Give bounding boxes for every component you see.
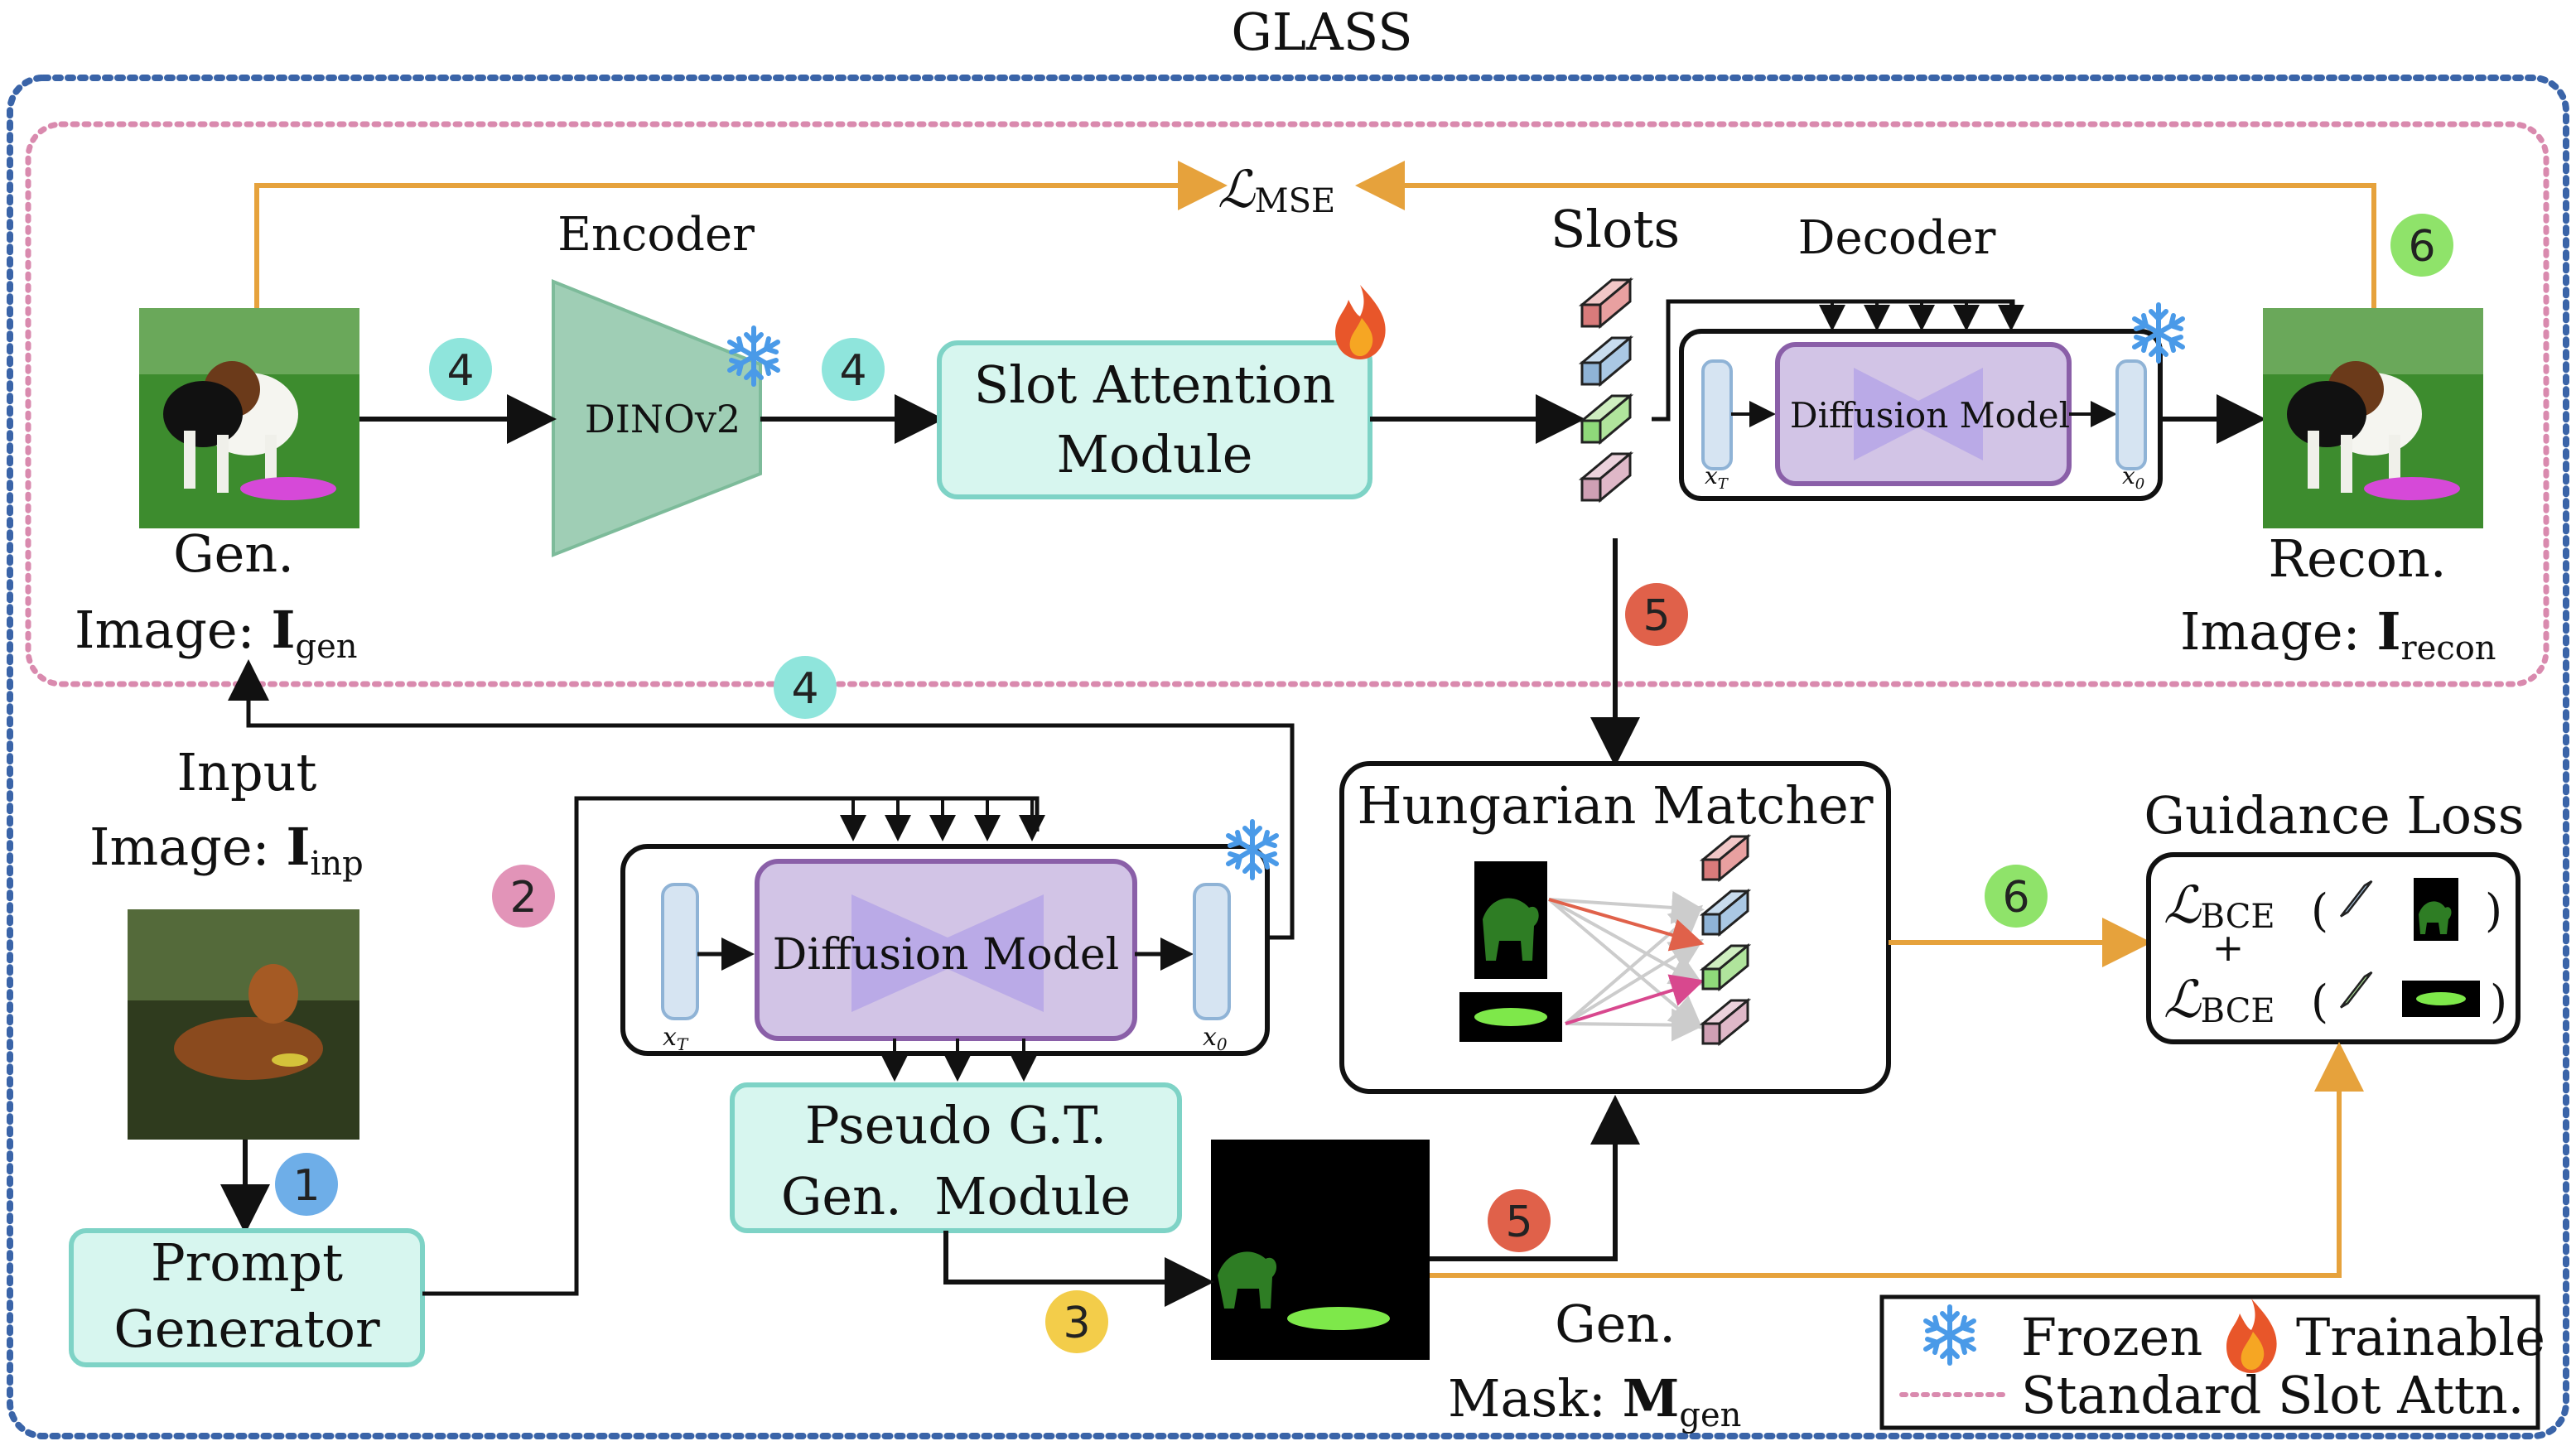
badge-4b: 4 xyxy=(839,346,866,396)
encoder-label: Encoder xyxy=(557,208,755,262)
hm-match-lines xyxy=(1547,890,1705,1042)
gen-mask-caption: Gen. Mask:Mgen xyxy=(1448,1294,1741,1434)
slots-label: Slots xyxy=(1551,199,1680,259)
decoder-xT-label: xT xyxy=(1705,462,1729,493)
svg-text:Recon.: Recon. xyxy=(2268,528,2446,589)
gen-image xyxy=(139,308,359,528)
svg-text:Image:Iinp: Image:Iinp xyxy=(89,817,364,883)
prompt-generator-box xyxy=(69,1228,425,1367)
flame-icon xyxy=(1335,285,1386,359)
pseudo-gt-module xyxy=(730,1082,1182,1233)
mse-arrow-right xyxy=(1355,161,2376,308)
prompt-to-diffusion-line xyxy=(422,796,1040,1296)
bottom-xT-bar xyxy=(661,883,699,1020)
badge-2: 2 xyxy=(509,873,537,923)
plus-sign: + xyxy=(2212,925,2245,970)
legend-standard: Standard Slot Attn. xyxy=(2021,1365,2524,1425)
badge-5a: 5 xyxy=(1643,591,1670,641)
decoder-xT-bar xyxy=(1701,359,1733,470)
glass-title: GLASS xyxy=(1231,2,1412,62)
bce-loss-2: ℒBCE xyxy=(2164,969,2275,1030)
badge-6b: 6 xyxy=(2002,873,2029,923)
bottom-xT-label: xT xyxy=(663,1023,689,1054)
bottom-hourglass xyxy=(851,894,1044,1012)
decoder-label: Decoder xyxy=(1798,211,1996,265)
badge-5b: 5 xyxy=(1505,1198,1532,1247)
dinov2-encoder xyxy=(552,279,762,557)
gen-image-caption: Gen. Image:Igen xyxy=(75,523,358,666)
bce-loss-1: ℒBCE xyxy=(2164,875,2275,936)
arrow-mask-to-hungarian xyxy=(1430,1095,1640,1261)
slots-stack xyxy=(1578,277,1634,504)
arrow-pseudo-to-mask xyxy=(943,1231,1214,1307)
svg-text:): ) xyxy=(2490,976,2507,1028)
decoder-diffusion-label: Diffusion Model xyxy=(1790,395,2070,436)
slot-attention-line1: Slot Attention xyxy=(974,354,1335,415)
decoder-x0-label: x0 xyxy=(2122,462,2144,493)
badge-1: 1 xyxy=(292,1161,320,1211)
glass-frame xyxy=(7,75,2569,1439)
arrow-mask-to-guidance xyxy=(1430,1042,2364,1278)
bottom-diffusion-label: Diffusion Model xyxy=(773,930,1120,980)
svg-text:Gen.: Gen. xyxy=(1555,1294,1676,1354)
bottom-diffusion-condition-arrows xyxy=(840,798,1045,841)
hungarian-matcher-label: Hungarian Matcher xyxy=(1358,775,1874,836)
svg-text:Image:Igen: Image:Igen xyxy=(75,600,358,666)
badge-3: 3 xyxy=(1063,1299,1090,1348)
decoder-condition-arrows xyxy=(1819,301,2024,331)
arrow-diffusion-to-gen-image xyxy=(228,659,1295,940)
input-image xyxy=(128,909,359,1140)
guidance-loss-label: Guidance Loss xyxy=(2144,785,2524,846)
svg-text:Image:Irecon: Image:Irecon xyxy=(2180,601,2496,668)
svg-text:Gen.: Gen. xyxy=(173,523,294,584)
bce-slot-blue xyxy=(2339,880,2373,918)
bce-slot-green xyxy=(2339,971,2373,1009)
recon-image-caption: Recon. Image:Irecon xyxy=(2180,528,2496,668)
legend-trainable: Trainable xyxy=(2296,1307,2545,1367)
input-image-caption: Input Image:Iinp xyxy=(89,742,364,883)
bottom-x0-label: x0 xyxy=(1203,1023,1228,1054)
mse-loss-label: ℒMSE xyxy=(1218,159,1335,220)
badges: 4 4 4 5 5 6 6 1 2 3 xyxy=(275,214,2453,1353)
dinov2-label: DINOv2 xyxy=(585,397,740,441)
legend-box xyxy=(1879,1294,2540,1430)
svg-text:Input: Input xyxy=(177,742,317,803)
hm-slots xyxy=(1699,833,1752,1047)
mse-arrow-left xyxy=(254,161,1228,308)
pseudo-gt-line2: Gen. Module xyxy=(781,1166,1131,1227)
svg-text:): ) xyxy=(2485,884,2502,937)
pseudo-gt-line1: Pseudo G.T. xyxy=(805,1095,1107,1155)
legend-frozen: Frozen xyxy=(2021,1307,2202,1367)
bottom-x0-bar xyxy=(1193,883,1231,1020)
badge-4c: 4 xyxy=(791,664,818,714)
badge-4a: 4 xyxy=(446,346,474,396)
decoder-hourglass xyxy=(1854,368,1983,460)
diffusion-to-pseudo-arrows xyxy=(881,1039,1037,1082)
standard-slot-attn-frame xyxy=(25,121,2549,687)
recon-image xyxy=(2263,308,2483,528)
decoder-x0-bar xyxy=(2115,359,2147,470)
svg-text:Mask:Mgen: Mask:Mgen xyxy=(1448,1368,1741,1434)
svg-text:(: ( xyxy=(2311,884,2328,937)
badge-6a: 6 xyxy=(2408,222,2435,272)
prompt-line1: Prompt xyxy=(151,1232,343,1293)
prompt-line2: Generator xyxy=(113,1299,380,1359)
slot-attention-line2: Module xyxy=(1057,424,1253,484)
svg-text:(: ( xyxy=(2311,976,2328,1028)
